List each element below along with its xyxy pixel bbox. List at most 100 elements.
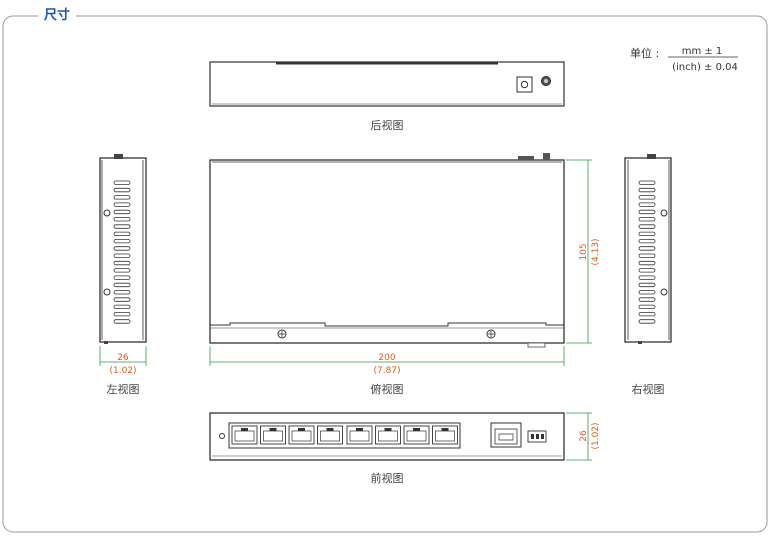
rear-view-label: 后视图: [371, 118, 404, 132]
left-vents: [113, 180, 131, 324]
vent-slot: [638, 238, 656, 244]
rj45-port-latch: [298, 428, 305, 431]
left-screw-top: [114, 154, 123, 159]
vent-slot: [638, 282, 656, 288]
vent-slot: [113, 282, 131, 288]
section-title: 尺寸: [38, 4, 77, 23]
vent-slot: [638, 187, 656, 193]
rear-view: [209, 61, 565, 107]
vent-slot: [638, 319, 656, 324]
right-view-label: 右视图: [632, 382, 665, 396]
top-view-label: 俯视图: [371, 382, 404, 396]
rj45-port-latch: [326, 428, 334, 431]
vent-slot: [638, 224, 656, 229]
vent-slot: [638, 311, 656, 317]
front-dim-in: (1.02): [591, 422, 601, 449]
rj45-port-contacts: [378, 430, 398, 442]
width-dim-mm: 200: [378, 353, 395, 363]
vent-slot: [638, 297, 656, 302]
top-bracket-line: [210, 322, 564, 327]
rj45-port-contacts: [349, 430, 370, 442]
top-screw-tab: [543, 153, 550, 160]
vent-slot: [113, 260, 131, 266]
vent-slot: [638, 260, 656, 266]
vent-slot: [638, 202, 656, 207]
unit-denominator: (inch) ± 0.04: [672, 62, 738, 73]
vent-slot: [113, 238, 131, 244]
unit-label: 单位 :: [630, 46, 659, 60]
vent-slot: [113, 217, 131, 222]
left-foot: [104, 341, 108, 344]
vent-slot: [638, 304, 656, 310]
top-screw-1: [277, 329, 287, 339]
vent-slot: [113, 224, 131, 229]
left-dim-mm: 26: [117, 353, 129, 363]
rj45-port-latch: [441, 428, 449, 431]
vent-slot: [638, 253, 656, 258]
top-body: [209, 159, 565, 344]
rj45-port-latch: [413, 428, 420, 431]
rj45-port-latch: [269, 428, 277, 431]
right-screw-2: [660, 288, 668, 296]
left-screw-2: [103, 288, 111, 296]
height-dim-mm: 105: [579, 243, 589, 260]
rj45-port-latch: [356, 428, 363, 431]
vent-slot: [113, 304, 131, 310]
rj45-port-contacts: [406, 430, 427, 442]
rj45-port-contacts: [320, 430, 340, 442]
front-view: 26 (1.02): [209, 412, 601, 461]
vent-slot: [638, 217, 656, 222]
right-screw-1: [660, 209, 668, 217]
dip-switch-1: [531, 434, 534, 439]
vent-slot: [638, 231, 656, 237]
top-dip-switch: [527, 342, 546, 348]
front-view-label: 前视图: [371, 471, 404, 485]
left-screw-1: [103, 209, 111, 217]
height-dim-in: (4.13): [591, 238, 601, 265]
right-vents: [638, 180, 656, 324]
vent-slot: [638, 246, 656, 251]
vent-slot: [113, 202, 131, 207]
rj45-port-latch: [384, 428, 392, 431]
vent-slot: [638, 275, 656, 280]
front-dim-mm: 26: [579, 430, 589, 442]
vent-slot: [113, 275, 131, 280]
rear-body: [209, 61, 565, 107]
rj45-port-contacts: [263, 430, 283, 442]
vent-slot: [113, 231, 131, 237]
top-screw-2: [486, 329, 496, 339]
rj45-ports: [231, 425, 458, 445]
dc-power-jack: [516, 76, 533, 93]
left-view-label: 左视图: [107, 382, 140, 396]
uplink-port-contacts: [498, 433, 514, 441]
left-dim-in: (1.02): [109, 366, 136, 376]
dip-switch-2: [536, 434, 539, 439]
vent-slot: [638, 180, 656, 185]
vent-slot: [113, 253, 131, 258]
vent-slot: [113, 268, 131, 273]
vent-slot: [113, 180, 131, 185]
top-view: 105 (4.13) 200 (7.87): [209, 153, 601, 376]
right-view: [624, 154, 672, 344]
vent-slot: [113, 290, 131, 295]
top-jack-tab: [518, 156, 534, 160]
right-foot: [638, 341, 642, 344]
vent-slot: [113, 297, 131, 302]
vent-slot: [113, 246, 131, 251]
rj45-port-contacts: [234, 430, 255, 442]
unit-numerator: mm ± 1: [682, 46, 723, 57]
frame-border: [2, 15, 768, 533]
rj45-port-contacts: [291, 430, 312, 442]
vent-slot: [113, 187, 131, 193]
dip-switch-3: [541, 434, 544, 439]
uplink-port-jack: [494, 428, 518, 445]
right-screw-top: [647, 154, 656, 159]
rj45-port-latch: [241, 428, 248, 431]
vent-slot: [638, 268, 656, 273]
vent-slot: [113, 195, 131, 200]
vent-slot: [638, 209, 656, 215]
rj45-port-contacts: [435, 430, 455, 442]
ground-screw-center: [544, 79, 548, 83]
